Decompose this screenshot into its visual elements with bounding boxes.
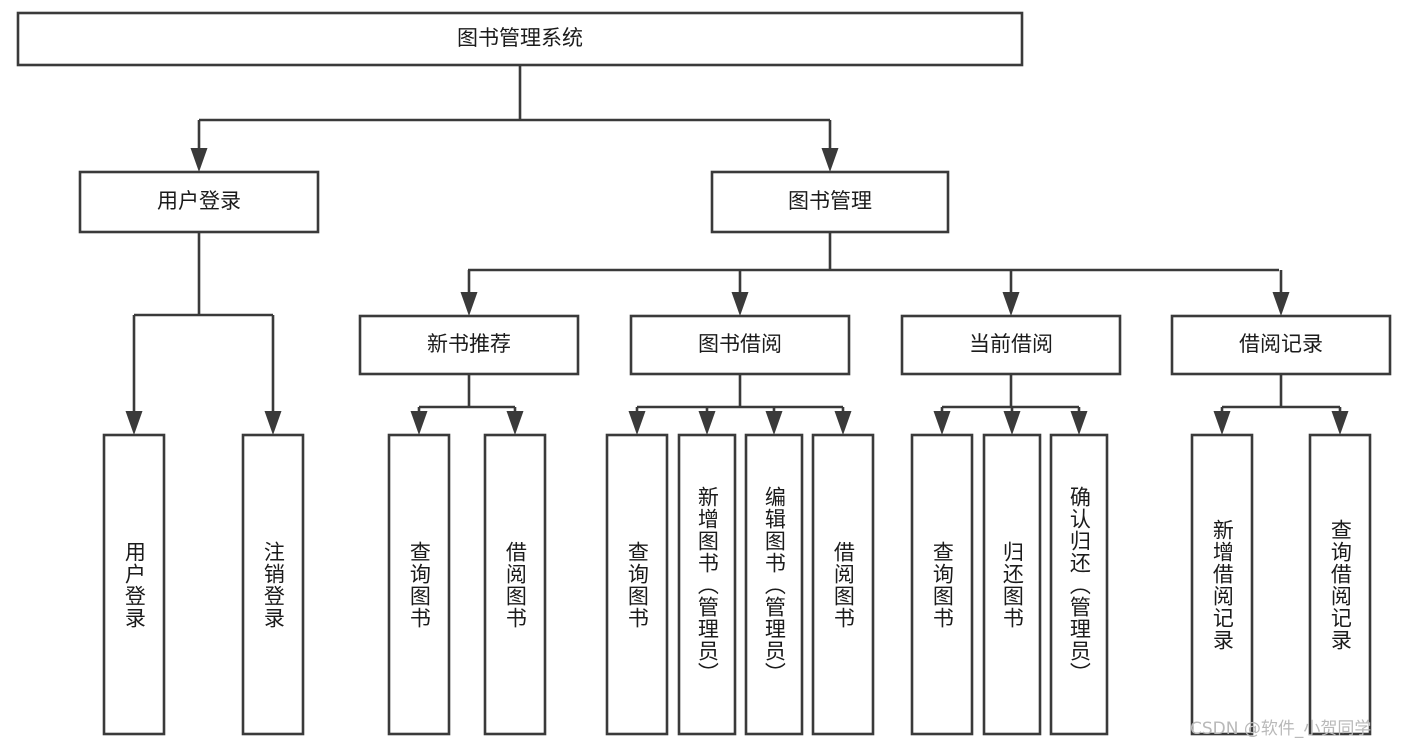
node-box-leaf_1[interactable] (241, 433, 305, 736)
arrowhead-icon (1272, 292, 1290, 316)
node-box-leaf_4[interactable] (605, 433, 669, 736)
node-box-l1_0[interactable] (78, 170, 320, 234)
arrowhead-icon (1070, 411, 1088, 435)
node-box-l2_1[interactable] (629, 314, 851, 376)
arrowhead-icon (698, 411, 716, 435)
arrowhead-icon (821, 148, 839, 172)
arrowhead-icon (1213, 411, 1231, 435)
node-box-l2_2[interactable] (900, 314, 1122, 376)
connectors-layer (125, 65, 1349, 435)
arrowhead-icon (410, 411, 428, 435)
node-box-l1_1[interactable] (710, 170, 950, 234)
arrowhead-icon (933, 411, 951, 435)
node-box-leaf_3[interactable] (483, 433, 547, 736)
node-box-leaf_8[interactable] (910, 433, 974, 736)
arrowhead-icon (731, 292, 749, 316)
arrowhead-icon (834, 411, 852, 435)
arrowhead-icon (1003, 411, 1021, 435)
node-box-root[interactable] (16, 11, 1024, 67)
node-box-leaf_11[interactable] (1190, 433, 1254, 736)
node-box-leaf_9[interactable] (982, 433, 1042, 736)
arrowhead-icon (125, 411, 143, 435)
node-box-leaf_2[interactable] (387, 433, 451, 736)
arrowhead-icon (1331, 411, 1349, 435)
node-box-leaf_0[interactable] (102, 433, 166, 736)
arrowhead-icon (506, 411, 524, 435)
node-box-l2_0[interactable] (358, 314, 580, 376)
arrowhead-icon (190, 148, 208, 172)
node-box-leaf_10[interactable] (1049, 433, 1109, 736)
boxes-layer (16, 11, 1392, 736)
arrowhead-icon (1002, 292, 1020, 316)
node-box-leaf_5[interactable] (677, 433, 737, 736)
arrowhead-icon (460, 292, 478, 316)
node-box-leaf_12[interactable] (1308, 433, 1372, 736)
arrowhead-icon (765, 411, 783, 435)
node-box-leaf_7[interactable] (811, 433, 875, 736)
node-box-l2_3[interactable] (1170, 314, 1392, 376)
arrowhead-icon (628, 411, 646, 435)
watermark-text: CSDN @软件_小贺同学 (1190, 719, 1372, 739)
node-box-leaf_6[interactable] (744, 433, 804, 736)
arrowhead-icon (264, 411, 282, 435)
